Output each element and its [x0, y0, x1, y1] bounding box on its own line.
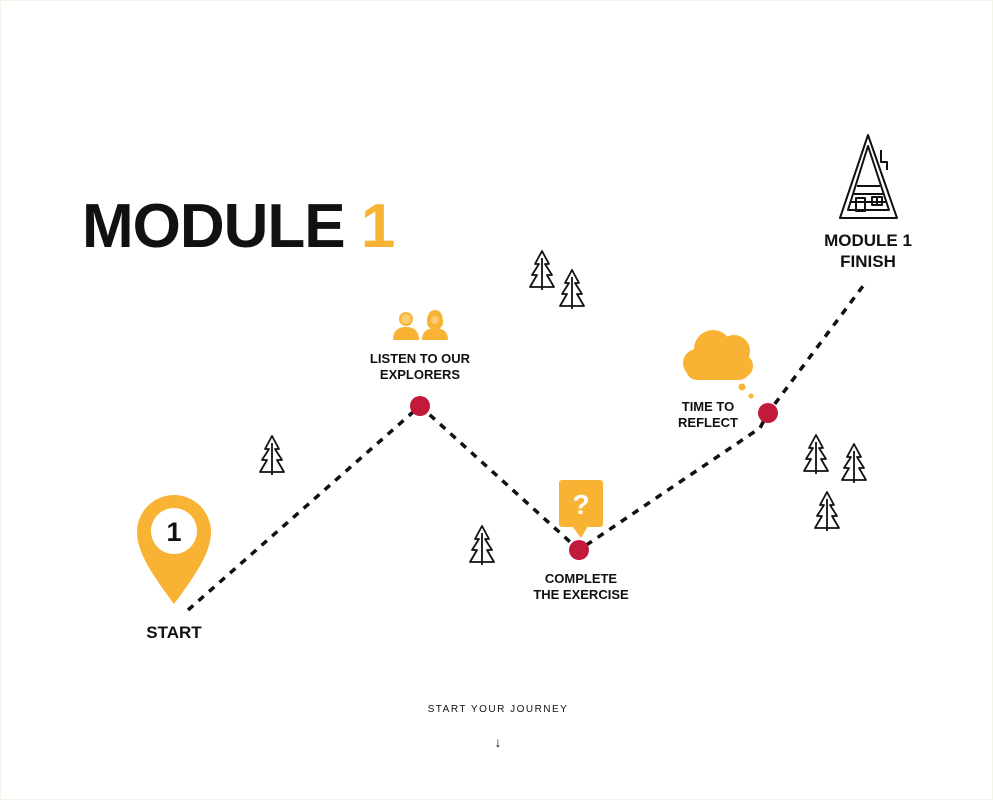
thought-cloud-icon	[683, 330, 754, 399]
exercise-badge: ?	[572, 489, 589, 520]
reflect-label: TIME TO REFLECT	[678, 399, 738, 431]
start-label: START	[146, 623, 202, 642]
pine-tree-icon	[529, 250, 555, 290]
cabin-icon	[839, 134, 898, 219]
waypoint-reflect[interactable]	[758, 403, 778, 423]
page-title: MODULE 1	[82, 196, 395, 258]
journey-path	[186, 280, 868, 612]
pine-tree-icon	[559, 269, 585, 309]
pine-tree-icon	[803, 434, 829, 474]
exercise-label: COMPLETE THE EXERCISE	[533, 571, 629, 603]
arrow-down-icon[interactable]: ↓	[494, 734, 502, 750]
question-bubble-icon: ?	[559, 480, 603, 538]
page-title-text: MODULE	[82, 192, 346, 261]
people-icon	[393, 310, 448, 340]
start-badge-number: 1	[166, 517, 181, 547]
pine-tree-icon	[259, 435, 285, 475]
pine-tree-icon	[841, 443, 867, 483]
start-journey-link[interactable]: START YOUR JOURNEY	[427, 704, 569, 715]
pine-tree-icon	[469, 525, 495, 565]
finish-label: MODULE 1 FINISH	[824, 231, 912, 272]
map-pin-icon[interactable]: 1	[137, 495, 211, 604]
waypoint-exercise[interactable]	[569, 540, 589, 560]
page-title-number: 1	[360, 192, 395, 261]
pine-tree-icon	[814, 491, 840, 531]
listen-label: LISTEN TO OUR EXPLORERS	[369, 351, 471, 383]
waypoint-listen[interactable]	[410, 396, 430, 416]
